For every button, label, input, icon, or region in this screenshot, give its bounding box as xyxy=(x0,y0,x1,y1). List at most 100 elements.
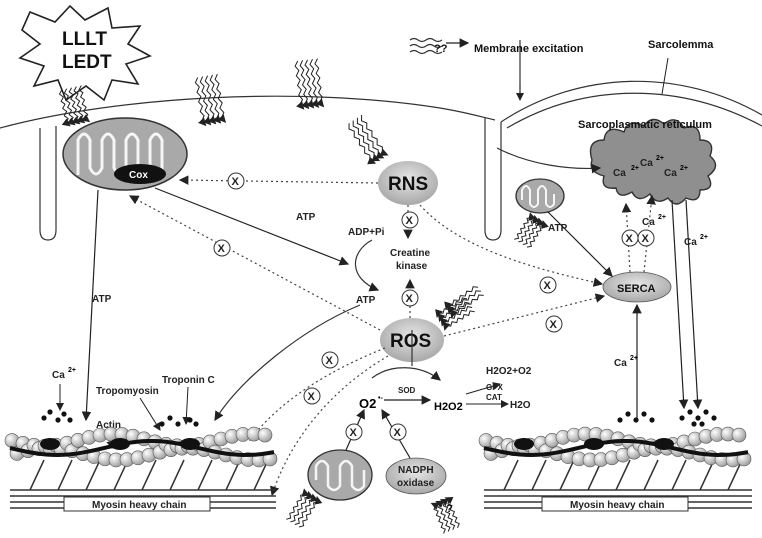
membrane-excitation-legend: ?? Membrane excitation Sarcolemma xyxy=(409,37,714,101)
svg-text:X: X xyxy=(308,391,316,403)
nadph-label: NADPH xyxy=(398,465,434,476)
inhibition-x-icon: X xyxy=(303,387,321,405)
light-arrow-bundles xyxy=(58,58,549,534)
cell-membrane xyxy=(0,40,762,241)
nadph-oxidase-node: NADPH oxidase xyxy=(385,457,447,495)
light-bundle xyxy=(435,297,475,331)
rns-node: RNS xyxy=(378,161,438,205)
ca-right: Ca xyxy=(684,237,697,248)
svg-text:X: X xyxy=(350,427,358,439)
svg-text:X: X xyxy=(550,319,558,331)
svg-text:X: X xyxy=(642,233,650,245)
ros-chemistry: O2 •- SOD H2O2 H2O2+O2 CAT GPX H2O xyxy=(359,366,532,413)
sarcomere-right xyxy=(478,409,752,509)
sr-ca-1-charge: 2+ xyxy=(631,165,639,172)
svg-text:2+: 2+ xyxy=(68,367,76,374)
sod-label: SOD xyxy=(398,386,416,395)
atp-label-top: ATP xyxy=(296,212,316,223)
myosin-label-left: Myosin heavy chain xyxy=(92,500,186,511)
inhibition-x-icon: X xyxy=(401,211,419,229)
sr-ca-2: Ca xyxy=(640,158,653,169)
troponin-c-label: Troponin C xyxy=(162,375,215,386)
serca-node: SERCA xyxy=(602,271,672,303)
atp-label-ck: ATP xyxy=(356,295,376,306)
light-bundle xyxy=(194,73,227,127)
oxidase-label: oxidase xyxy=(397,478,435,489)
cat-label: CAT xyxy=(486,393,502,402)
svg-text:X: X xyxy=(406,293,414,305)
light-bundle xyxy=(294,58,325,110)
question-marks: ?? xyxy=(434,43,448,55)
atp-label-sr: ATP xyxy=(548,223,568,234)
h2o2-o2-label: H2O2+O2 xyxy=(486,366,532,377)
sr-ca-3-charge: 2+ xyxy=(680,165,688,172)
light-bundle xyxy=(58,85,91,127)
myosin-labels: Myosin heavy chain Myosin heavy chain xyxy=(63,496,689,512)
adp-pi-label: ADP+Pi xyxy=(348,227,385,238)
svg-text:2+: 2+ xyxy=(700,234,708,241)
atp-label-left: ATP xyxy=(92,294,112,305)
creatine-label: Creatine xyxy=(390,248,430,259)
ca-sr-release: Ca xyxy=(642,217,655,228)
inhibition-x-icon: X xyxy=(621,229,639,247)
h2o2-label: H2O2 xyxy=(434,401,463,413)
svg-text:X: X xyxy=(394,427,402,439)
inhibition-x-icon: X xyxy=(389,423,407,441)
sr-label: Sarcoplasmatic reticulum xyxy=(578,119,712,131)
inhibition-x-icon: X xyxy=(345,423,363,441)
inhibition-x-icon: X xyxy=(213,239,231,257)
myosin-label-right: Myosin heavy chain xyxy=(570,500,664,511)
inhibition-x-icon: X xyxy=(321,351,339,369)
sarcoplasmic-reticulum: Sarcoplasmatic reticulum Ca 2+ Ca 2+ Ca … xyxy=(578,118,717,205)
inhibition-x-icon: X xyxy=(637,229,655,247)
light-bundle xyxy=(430,496,460,534)
svg-text:X: X xyxy=(544,280,552,292)
svg-text:2+: 2+ xyxy=(658,214,666,221)
o2-label: O2 xyxy=(359,396,376,411)
ca-serca: Ca xyxy=(614,358,627,369)
light-bundle xyxy=(444,286,484,319)
gpx-label: GPX xyxy=(486,383,504,392)
ledt-label: LEDT xyxy=(62,52,112,73)
mitochondrion-main: Cox xyxy=(62,117,188,191)
mitochondrion-sr xyxy=(515,178,565,214)
creatine-kinase: ADP+Pi Creatine kinase ATP ATP ATP ATP xyxy=(92,212,568,306)
light-bundle xyxy=(514,212,549,248)
inhibition-x-icon: X xyxy=(401,289,419,307)
mitochondrion-lower xyxy=(307,449,373,501)
sr-ca-3: Ca xyxy=(664,168,677,179)
sarcolemma-label: Sarcolemma xyxy=(648,39,714,51)
calcium-labels: Ca 2+ Ca 2+ Ca 2+ Ca 2+ xyxy=(52,214,708,381)
tropomyosin-label: Tropomyosin xyxy=(96,386,159,397)
sarcomere-left xyxy=(4,409,278,509)
dotted-arrows xyxy=(128,175,656,497)
light-source-burst: LLLT LEDT xyxy=(18,4,152,102)
svg-text:•-: •- xyxy=(378,395,383,402)
question-mark: ? xyxy=(446,503,453,515)
ca-left: Ca xyxy=(52,370,65,381)
svg-text:X: X xyxy=(626,233,634,245)
actin-label: Actin xyxy=(96,420,121,431)
lllt-label: LLLT xyxy=(62,29,107,50)
svg-text:X: X xyxy=(218,243,226,255)
light-bundle xyxy=(348,114,389,165)
inhibition-x-icon: X xyxy=(539,276,557,294)
svg-text:2+: 2+ xyxy=(630,355,638,362)
cox-label: Cox xyxy=(129,170,148,181)
sr-ca-1: Ca xyxy=(613,168,626,179)
solid-arrows xyxy=(81,147,703,459)
svg-text:X: X xyxy=(326,355,334,367)
svg-text:X: X xyxy=(232,176,240,188)
light-bundle xyxy=(286,488,323,528)
ros-label: ROS xyxy=(390,331,431,352)
kinase-label: kinase xyxy=(396,261,428,272)
membrane-excitation-label: Membrane excitation xyxy=(474,43,584,55)
serca-label: SERCA xyxy=(617,283,656,295)
sr-ca-2-charge: 2+ xyxy=(656,155,664,162)
inhibition-x-icon: X xyxy=(545,315,563,333)
inhibition-x-icon: X xyxy=(227,172,245,190)
h2o-label: H2O xyxy=(510,400,531,411)
svg-text:X: X xyxy=(406,215,414,227)
